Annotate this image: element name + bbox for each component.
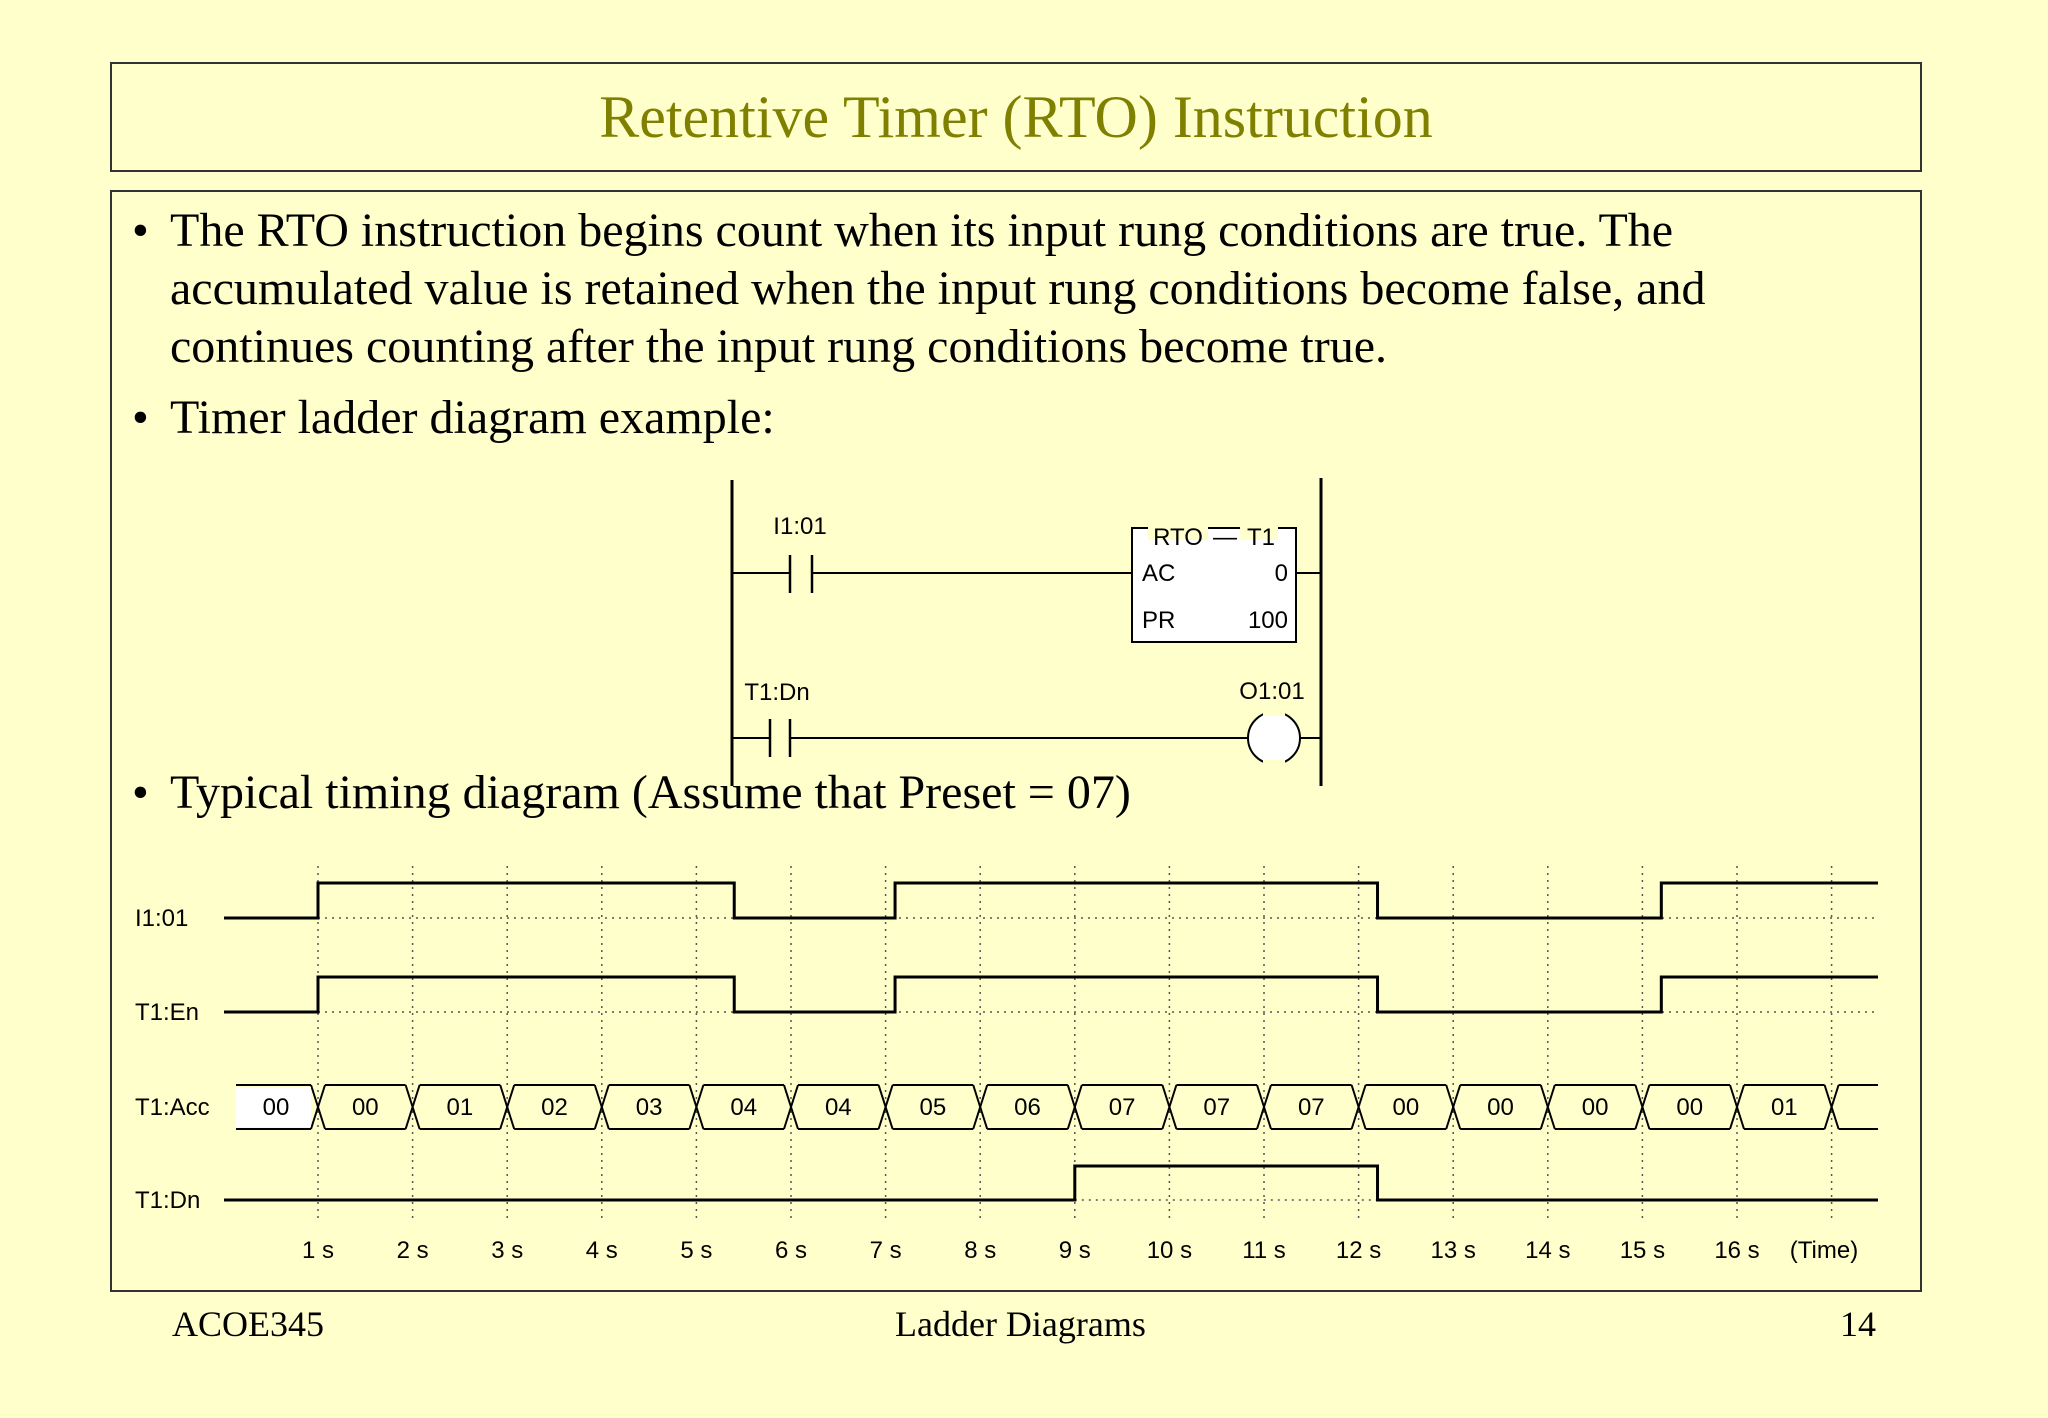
- footer-page-number: 14: [1840, 1304, 1876, 1344]
- acc-bus-crossing: [1161, 1084, 1178, 1130]
- acc-value: 07: [1298, 1094, 1325, 1121]
- acc-bus-crossing: [499, 1084, 516, 1130]
- bullet-text-ladder-example: Timer ladder diagram example:: [170, 391, 775, 444]
- acc-value: 05: [920, 1094, 947, 1121]
- time-tick-label: 1 s: [302, 1237, 334, 1264]
- bullet-text-timing-diagram: Typical timing diagram (Assume that Pres…: [170, 766, 1131, 819]
- title-box: Retentive Timer (RTO) Instruction: [110, 62, 1922, 172]
- ac-value: 0: [1275, 560, 1288, 587]
- acc-bus-crossing: [783, 1084, 799, 1130]
- time-tick-label: 11 s: [1242, 1237, 1286, 1264]
- acc-value: 06: [1014, 1094, 1041, 1121]
- time-tick-label: 9 s: [1059, 1237, 1091, 1264]
- signal-label: I1:01: [135, 905, 188, 932]
- acc-bus-crossing: [1634, 1084, 1651, 1130]
- acc-value: 00: [352, 1094, 379, 1121]
- acc-bus-crossing: [1066, 1084, 1083, 1130]
- acc-value: 07: [1109, 1094, 1136, 1121]
- acc-bus-crossing: [1350, 1084, 1367, 1130]
- wave-t1-en: [224, 975, 1878, 1014]
- acc-value: 04: [825, 1094, 852, 1121]
- acc-bus-crossing: [593, 1084, 610, 1130]
- acc-bus-crossing: [1823, 1084, 1840, 1130]
- wave-i1-01: [224, 881, 1878, 920]
- time-tick-label: 4 s: [586, 1237, 618, 1264]
- contact-label-t1-dn: T1:Dn: [744, 679, 809, 706]
- signal-label: T1:Acc: [135, 1094, 210, 1121]
- acc-value: 00: [1393, 1094, 1420, 1121]
- slide-title: Retentive Timer (RTO) Instruction: [599, 83, 1433, 150]
- wave-t1-dn: [224, 1164, 1878, 1202]
- acc-value: 00: [1487, 1094, 1514, 1121]
- acc-value: 01: [447, 1094, 474, 1121]
- bullet-text-rto-description: The RTO instruction begins count when it…: [170, 204, 1706, 373]
- acc-value: 00: [263, 1094, 290, 1121]
- time-tick-label: 7 s: [870, 1237, 902, 1264]
- acc-cell-bg: [236, 1087, 311, 1127]
- acc-bus-crossing: [877, 1084, 894, 1130]
- acc-bus-crossing: [688, 1084, 705, 1130]
- acc-bus-crossing: [1539, 1084, 1556, 1130]
- time-tick-label: 6 s: [775, 1237, 807, 1264]
- acc-value: 07: [1203, 1094, 1230, 1121]
- time-tick-label: 8 s: [964, 1237, 996, 1264]
- acc-value: 03: [636, 1094, 663, 1121]
- acc-value: 02: [541, 1094, 568, 1121]
- acc-value: 00: [1582, 1094, 1609, 1121]
- acc-bus-crossing: [972, 1084, 989, 1130]
- bullet-marker: •: [132, 766, 149, 819]
- time-tick-label: 13 s: [1431, 1237, 1476, 1264]
- time-tick-label: 2 s: [397, 1237, 429, 1264]
- footer-section-title: Ladder Diagrams: [895, 1304, 1146, 1344]
- acc-value: 00: [1676, 1094, 1703, 1121]
- footer-course-code: ACOE345: [172, 1304, 324, 1344]
- time-tick-label: 15 s: [1620, 1237, 1665, 1264]
- rto-block: RTO — T1 AC 0 PR 100: [1131, 518, 1297, 643]
- time-tick-label: 5 s: [680, 1237, 712, 1264]
- time-tick-label: 16 s: [1714, 1237, 1759, 1264]
- ac-label: AC: [1142, 560, 1175, 587]
- acc-bus-crossing: [404, 1084, 421, 1130]
- coil-label-o1-01: O1:01: [1239, 678, 1304, 705]
- bullet-marker: •: [132, 391, 149, 444]
- pr-value: 100: [1248, 607, 1288, 634]
- acc-value: 01: [1771, 1094, 1798, 1121]
- acc-bus-crossing: [1445, 1084, 1462, 1130]
- acc-bus-crossing: [1256, 1084, 1272, 1130]
- time-tick-label: 12 s: [1336, 1237, 1381, 1264]
- acc-bus-crossing: [1729, 1084, 1745, 1130]
- time-tick-label: 3 s: [491, 1237, 523, 1264]
- pr-label: PR: [1142, 607, 1175, 634]
- rto-block-dash: —: [1213, 524, 1237, 551]
- time-tick-label: 10 s: [1147, 1237, 1192, 1264]
- acc-value: 04: [730, 1094, 757, 1121]
- rto-block-tag: T1: [1247, 524, 1275, 551]
- time-tick-label: 14 s: [1525, 1237, 1570, 1264]
- time-axis-label: (Time): [1790, 1237, 1858, 1264]
- bullet-marker: •: [132, 204, 149, 257]
- signal-label: T1:Dn: [135, 1187, 200, 1214]
- signal-label: T1:En: [135, 999, 199, 1026]
- acc-bus-crossing: [310, 1084, 326, 1130]
- contact-label-i1-01: I1:01: [773, 513, 826, 540]
- content-box: • The RTO instruction begins count when …: [110, 190, 1922, 1292]
- rto-block-type: RTO: [1153, 524, 1203, 551]
